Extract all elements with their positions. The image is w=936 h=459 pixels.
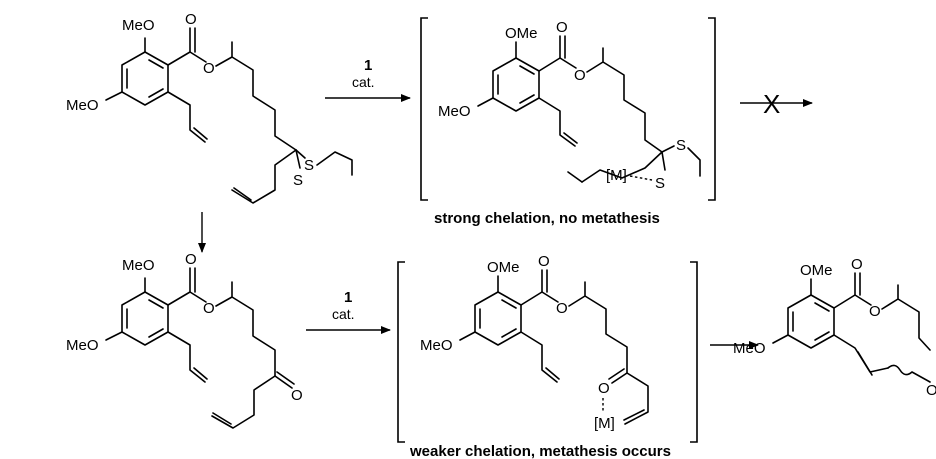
- ester-oxygen-label: O: [203, 60, 215, 77]
- carbonyl-oxygen-label: O: [851, 256, 863, 273]
- metal-label: [M]: [594, 415, 615, 432]
- caption-top: strong chelation, no metathesis: [434, 210, 660, 227]
- sulfur-label: S: [676, 137, 686, 154]
- ester-oxygen-label: O: [869, 303, 881, 320]
- catalyst-label: cat.: [352, 74, 375, 90]
- ketone-oxygen-label: O: [598, 380, 610, 397]
- metal-label: [M]: [606, 167, 627, 184]
- carbonyl-oxygen-label: O: [185, 251, 197, 268]
- macrolactone-product: OMe MeO O O O: [733, 256, 936, 399]
- methoxy-label: MeO: [122, 17, 155, 34]
- ester-oxygen-label: O: [574, 67, 586, 84]
- sulfur-label: S: [304, 157, 314, 174]
- carbonyl-oxygen-label: O: [185, 11, 197, 28]
- methoxy-label: OMe: [487, 259, 520, 276]
- catalyst-label: cat.: [332, 306, 355, 322]
- right-bracket: [708, 17, 716, 201]
- ketone-substrate: MeO MeO O O O: [66, 251, 303, 429]
- sulfur-label: S: [655, 175, 665, 192]
- dithiane-substrate: MeO MeO O O S S: [66, 11, 353, 204]
- ketone-oxygen-label: O: [291, 387, 303, 404]
- ketone-oxygen-label: O: [926, 382, 936, 399]
- methoxy-label: MeO: [420, 337, 453, 354]
- methoxy-label: MeO: [438, 103, 471, 120]
- right-bracket: [690, 261, 698, 443]
- chelated-intermediate-bottom: OMe MeO O O O [M]: [397, 253, 698, 443]
- ester-oxygen-label: O: [556, 300, 568, 317]
- chelated-intermediate-top: OMe MeO O O S S [M]: [420, 17, 716, 201]
- caption-bottom: weaker chelation, metathesis occurs: [409, 443, 671, 459]
- methoxy-label: MeO: [66, 337, 99, 354]
- methoxy-label: MeO: [122, 257, 155, 274]
- catalyst-number: 1: [364, 57, 372, 74]
- methoxy-label: OMe: [800, 262, 833, 279]
- carbonyl-oxygen-label: O: [538, 253, 550, 270]
- methoxy-label: OMe: [505, 25, 538, 42]
- left-bracket: [397, 261, 405, 443]
- blocked-mark: X: [763, 89, 780, 119]
- catalyst-number: 1: [344, 289, 352, 306]
- sulfur-label: S: [293, 172, 303, 189]
- methoxy-label: MeO: [733, 340, 766, 357]
- ester-oxygen-label: O: [203, 300, 215, 317]
- left-bracket: [420, 17, 428, 201]
- methoxy-label: MeO: [66, 97, 99, 114]
- carbonyl-oxygen-label: O: [556, 19, 568, 36]
